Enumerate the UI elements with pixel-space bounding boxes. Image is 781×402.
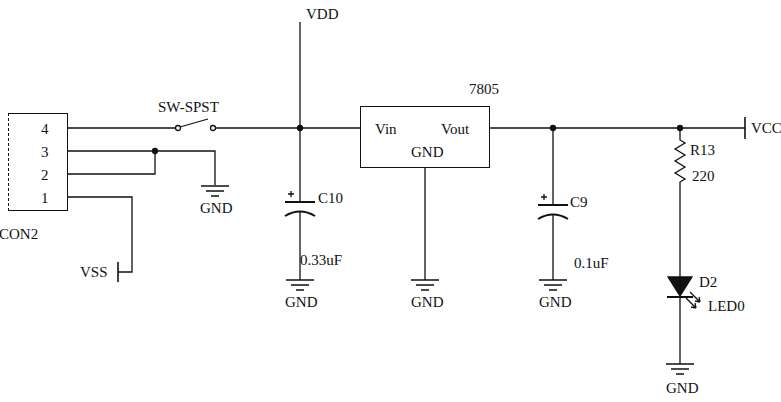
wire: [68, 151, 215, 185]
switch-lever: [180, 119, 208, 127]
part-value: 0.33uF: [300, 252, 342, 268]
pin-name: GND: [411, 144, 444, 160]
part-name: R13: [690, 142, 715, 158]
wire: [679, 297, 680, 364]
ground-symbol: [666, 364, 694, 374]
ground-symbol: [201, 186, 229, 196]
ground-symbol: [539, 280, 567, 290]
capacitor-plate: [538, 204, 568, 206]
part-name: C10: [318, 190, 343, 206]
wire: [299, 128, 300, 202]
pin-number: 1: [41, 190, 49, 206]
switch-label: SW-SPST: [158, 99, 219, 115]
pin-number: 2: [41, 167, 49, 183]
net-label: VSS: [80, 264, 108, 280]
part-name: CON2: [0, 226, 38, 242]
ground-label: GND: [285, 294, 318, 310]
wire: [552, 214, 553, 280]
part-name: LED0: [708, 298, 745, 314]
vss-bar: [117, 262, 119, 282]
pin-name: Vin: [375, 121, 397, 137]
pin-name: Vout: [441, 121, 469, 137]
ground-label: GND: [539, 294, 572, 310]
switch-contact: [211, 126, 216, 131]
polarity-mark: [541, 194, 547, 200]
wire: [424, 168, 425, 280]
wire: [68, 151, 155, 174]
vcc-bar: [744, 117, 746, 139]
switch-contact: [176, 126, 181, 131]
pin-number: 3: [41, 144, 49, 160]
ground-label: GND: [411, 294, 444, 310]
pin-number: 4: [41, 121, 49, 137]
part-name: 7805: [469, 81, 499, 97]
wire: [552, 128, 553, 205]
polarity-mark: [288, 191, 294, 197]
capacitor-plate: [285, 201, 315, 203]
wire: [68, 127, 360, 128]
wire: [490, 127, 745, 128]
ground-label: GND: [200, 200, 233, 216]
regulator-box: 7805VinVoutGND: [360, 106, 490, 168]
part-name: C9: [570, 194, 588, 210]
ground-label: GND: [666, 380, 699, 396]
net-label: VCC: [751, 120, 781, 136]
junction-dot: [153, 149, 158, 154]
ground-symbol: [411, 280, 439, 290]
wire: [299, 211, 300, 280]
wire: [68, 197, 132, 272]
part-value: 220: [692, 168, 715, 184]
connector-block: 4321CON2: [8, 113, 68, 211]
led-symbol: [668, 277, 692, 296]
part-value: 0.1uF: [574, 255, 609, 271]
wire: [299, 22, 300, 128]
ground-symbol: [286, 280, 314, 290]
net-label: VDD: [306, 6, 339, 22]
part-name: D2: [699, 274, 717, 290]
resistor-symbol: [675, 128, 685, 277]
light-arrows: [686, 292, 700, 308]
